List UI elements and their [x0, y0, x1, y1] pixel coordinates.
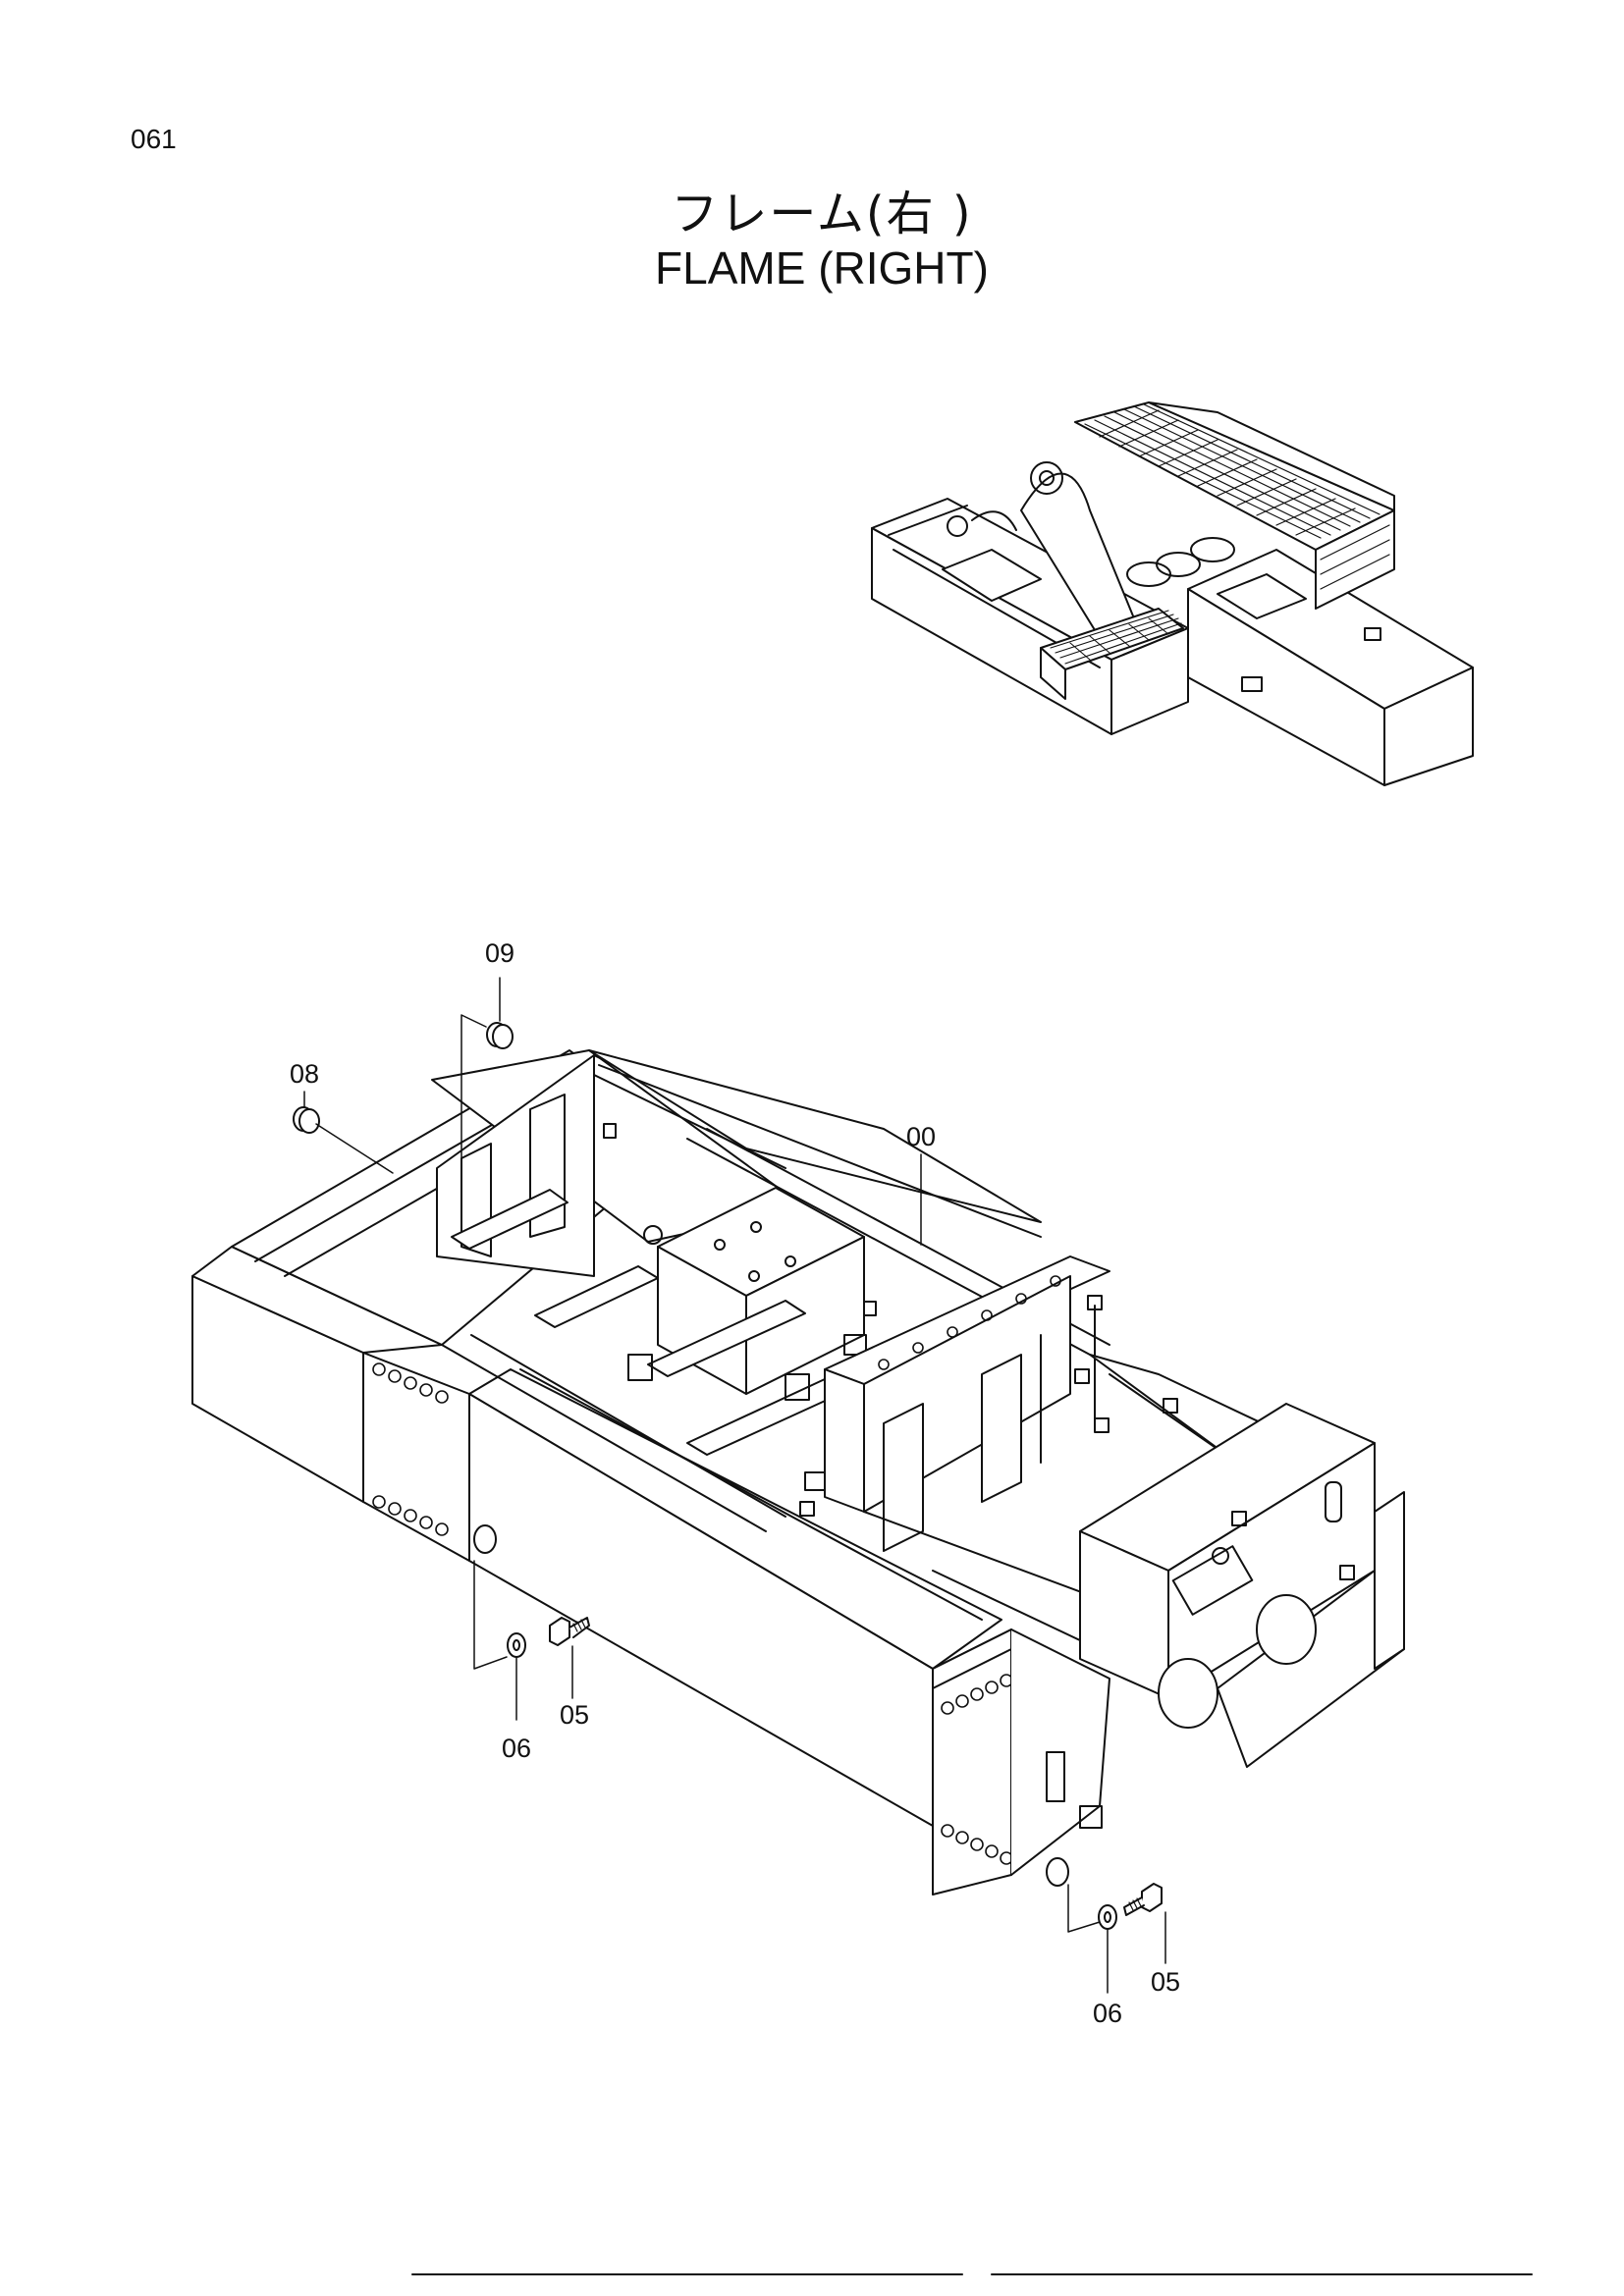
main-frame-drawing [191, 1049, 1405, 1896]
overview-step-block [1040, 608, 1184, 700]
leader-lines [303, 977, 1166, 1994]
overview-frame-illustration [871, 401, 1474, 786]
callout-00: 00 [906, 1122, 936, 1151]
callout-06-a: 06 [502, 1734, 531, 1763]
part-05-bolt-right [1123, 1883, 1163, 1916]
title-japanese: フレーム(右 ) [671, 187, 973, 241]
callout-05-a: 05 [560, 1700, 589, 1730]
left-end-plate-holes [372, 1362, 449, 1536]
part-06-washer-right [1098, 1904, 1117, 1930]
part-08-bushing [293, 1106, 320, 1134]
part-06-washer-left [507, 1632, 526, 1658]
part-09-bushing [486, 1022, 514, 1049]
callout-05-b: 05 [1151, 1967, 1180, 1997]
part-05-bolt-left [549, 1617, 590, 1646]
callout-08: 08 [290, 1059, 319, 1089]
page-number: 061 [131, 124, 177, 154]
callout-09: 09 [485, 938, 514, 968]
callout-06-b: 06 [1093, 1999, 1122, 2028]
overview-hatched-structure [1074, 401, 1395, 610]
title-english: FLAME (RIGHT) [655, 242, 989, 294]
